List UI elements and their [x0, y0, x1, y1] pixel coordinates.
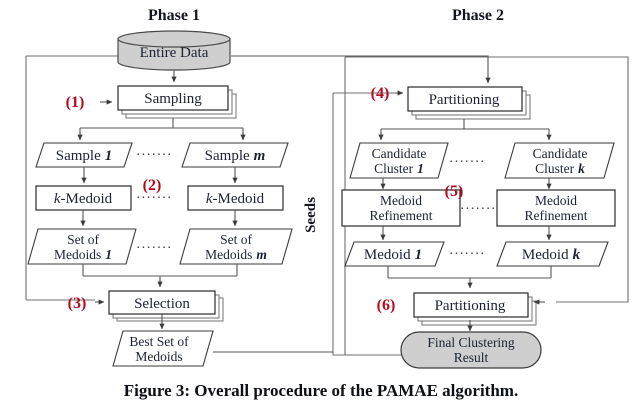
- selection-step: Selection: [108, 290, 224, 322]
- setof-m-line1: Set of: [220, 232, 252, 247]
- sampling-label: Sampling: [144, 91, 202, 107]
- step-6-number: (6): [377, 297, 396, 314]
- medoid-refinement-left-node: Medoid Refinement: [341, 189, 461, 227]
- entire-data-cylinder: Entire Data: [117, 30, 231, 71]
- final-clustering-result-node: Final Clustering Result: [400, 331, 542, 369]
- ellipsis-refinement: ·······: [460, 202, 496, 217]
- entire-data-label: Entire Data: [140, 45, 209, 61]
- final-line2: Result: [454, 350, 489, 365]
- bestset-line1: Best Set of: [129, 334, 189, 349]
- phase2-left-frame: [344, 57, 360, 356]
- kmedoid-right-node: k-Medoid: [187, 185, 284, 211]
- partitioning-4-label: Partitioning: [429, 92, 500, 108]
- ellipsis-candidates: ·······: [449, 155, 485, 170]
- final-line1: Final Clustering: [427, 335, 515, 350]
- refine-left-line1: Medoid: [380, 193, 422, 208]
- phase2-title: Phase 2: [452, 7, 504, 24]
- bestset-line2: Medoids: [135, 349, 182, 364]
- kmedoid-right-label: k-Medoid: [206, 191, 265, 207]
- link-entiredata-to-partitioning4: [231, 55, 491, 84]
- selection-label: Selection: [134, 296, 190, 312]
- setof-1-line1: Set of: [67, 232, 99, 247]
- phase2-outer-frame: [345, 56, 629, 303]
- figure-caption: Figure 3: Overall procedure of the PAMAE…: [124, 381, 518, 400]
- kmedoid-left-label: k-Medoid: [54, 191, 113, 207]
- step-1-number: (1): [66, 94, 85, 111]
- seeds-rail-left: [332, 93, 413, 356]
- link-sampling-split: [79, 118, 244, 139]
- link-setof-merge: [82, 264, 238, 286]
- candidate-1-line1: Candidate: [372, 146, 427, 161]
- refine-right-line1: Medoid: [535, 193, 577, 208]
- sampling-step: Sampling: [117, 85, 237, 119]
- step-2-number: (2): [143, 177, 162, 194]
- refine-right-line2: Refinement: [525, 208, 588, 223]
- medoid-refinement-right-node: Medoid Refinement: [496, 189, 616, 227]
- refine-left-line2: Refinement: [370, 208, 433, 223]
- step-4-number: (4): [371, 85, 390, 102]
- best-set-of-medoids-node: Best Set of Medoids: [112, 330, 214, 367]
- kmedoid-left-node: k-Medoid: [35, 185, 132, 211]
- ellipsis-medoids: ·······: [449, 247, 485, 262]
- ellipsis-samples: ·······: [136, 148, 172, 163]
- link-medoids-merge: [387, 266, 552, 279]
- phase1-title: Phase 1: [148, 7, 200, 24]
- seeds-label: Seeds: [303, 197, 319, 233]
- ellipsis-setof: ·······: [136, 241, 172, 256]
- step-3-number: (3): [68, 295, 87, 312]
- partitioning-4-step: Partitioning: [407, 86, 531, 120]
- step-5-number: (5): [445, 183, 464, 200]
- link-partitioning4-split: [381, 119, 549, 130]
- partitioning-6-label: Partitioning: [435, 298, 506, 314]
- partitioning-6-step: Partitioning: [413, 292, 537, 326]
- ellipsis-kmedoid: ·······: [136, 191, 172, 206]
- candidate-k-line1: Candidate: [533, 146, 588, 161]
